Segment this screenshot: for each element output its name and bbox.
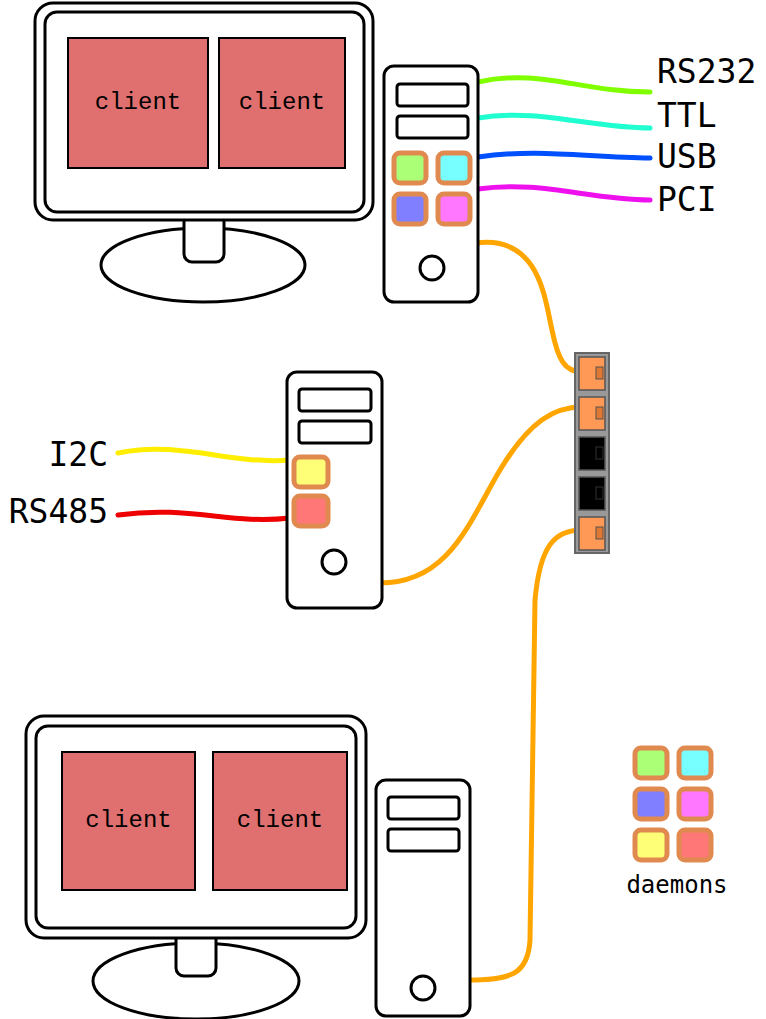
power-button — [420, 256, 444, 280]
switch-port — [579, 357, 605, 390]
monitor-screen — [36, 726, 356, 928]
daemon-square — [438, 194, 470, 224]
port-plug — [596, 527, 603, 539]
legend-caption: daemons — [626, 872, 727, 898]
client-label: client — [95, 90, 181, 116]
drive-bay — [299, 421, 371, 443]
tower-case — [287, 372, 382, 608]
client-box: client — [212, 751, 348, 891]
monitor-frame — [26, 716, 366, 938]
monitor-screen — [45, 12, 364, 212]
rs485-wire — [118, 512, 290, 519]
drive-bay — [388, 797, 459, 819]
port-notch — [596, 447, 603, 459]
usb-wire — [478, 153, 650, 158]
client-box: client — [61, 751, 196, 891]
daemon-square — [635, 789, 667, 819]
daemon-square — [394, 194, 426, 224]
power-button — [411, 976, 435, 1000]
network-cable — [468, 530, 582, 980]
daemon-square — [679, 789, 711, 819]
pci-wire — [478, 187, 650, 200]
signal-name: TTL — [657, 98, 717, 134]
network-switch — [575, 353, 609, 553]
monitor-frame — [35, 3, 373, 220]
switch-port — [579, 437, 605, 470]
tower-case — [384, 66, 478, 302]
signal-name: I2C — [48, 437, 108, 473]
network-cable — [380, 407, 582, 583]
port-notch — [596, 487, 603, 499]
switch-port — [579, 397, 605, 430]
switch-port — [579, 517, 605, 550]
client-box: client — [67, 37, 209, 169]
tower-case — [376, 780, 470, 1016]
power-button — [322, 550, 346, 574]
daemon-square — [635, 830, 667, 860]
daemon-square — [394, 153, 426, 183]
client-label: client — [85, 808, 171, 834]
switch-port — [579, 477, 605, 510]
drive-bay — [397, 84, 468, 106]
ttl-wire — [478, 115, 650, 128]
daemon-square — [294, 457, 328, 487]
port-plug — [596, 407, 603, 419]
client-box: client — [218, 37, 346, 169]
drive-bay — [397, 116, 468, 138]
daemon-square — [679, 830, 711, 860]
rs232-wire — [478, 78, 650, 92]
network-cable — [476, 242, 582, 372]
client-label: client — [239, 90, 325, 116]
daemon-square — [294, 496, 328, 526]
port-plug — [596, 367, 603, 379]
daemon-square — [635, 748, 667, 778]
signal-name: USB — [657, 139, 717, 175]
signal-name: PCI — [657, 182, 717, 218]
drive-bay — [388, 829, 459, 851]
drive-bay — [299, 389, 371, 411]
client-label: client — [237, 808, 323, 834]
signal-name: RS232 — [657, 54, 756, 90]
daemon-square — [679, 748, 711, 778]
daemon-square — [438, 153, 470, 183]
i2c-wire — [118, 449, 290, 460]
signal-name: RS485 — [9, 494, 108, 530]
